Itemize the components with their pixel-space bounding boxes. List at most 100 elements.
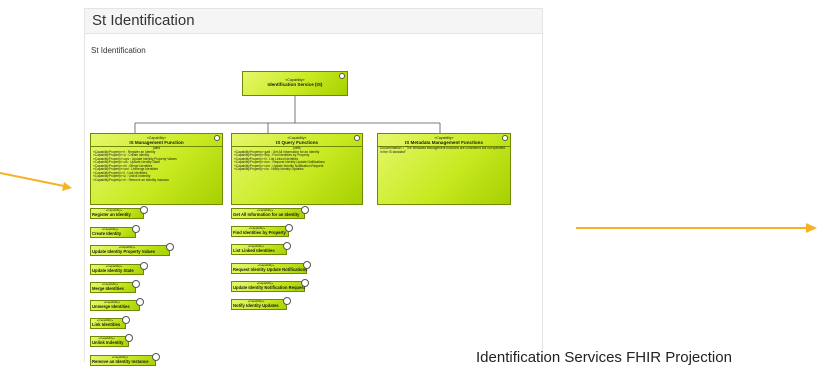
compartment-divider xyxy=(232,146,362,147)
part-link-icon xyxy=(140,262,148,270)
part-item: «CapabilityProperty» ci : Create Identit… xyxy=(93,153,150,158)
item-stereotype: «Capability» xyxy=(103,300,121,304)
item-stereotype: «Capability» xyxy=(247,299,265,303)
panel-header: St Identification xyxy=(85,9,542,34)
item-name: Unlink Indentity xyxy=(92,340,124,346)
function-query[interactable]: «Capability» IS Query Functions parts «C… xyxy=(231,133,363,205)
item-name: Get All Information for an Identity xyxy=(233,212,300,218)
item-name: Request Identity Update Notifications xyxy=(233,267,308,273)
part-link-icon xyxy=(339,73,345,79)
item-stereotype: «Capability» xyxy=(256,208,274,212)
item-stereotype: «Capability» xyxy=(101,227,119,231)
capability-item[interactable]: «Capability» Update Identity Property Va… xyxy=(90,243,174,256)
function-stereotype: «Capability» xyxy=(434,136,454,140)
documentation-text: Documentation = "The Metadata Management… xyxy=(380,146,506,154)
part-item: «CapabilityProperty» uinr : Update Ident… xyxy=(234,163,324,168)
part-link-icon xyxy=(283,242,291,250)
capability-item[interactable]: «Capability» Update Identity Notificatio… xyxy=(231,279,309,292)
item-stereotype: «Capability» xyxy=(257,263,275,267)
root-stereotype: «Capability» xyxy=(285,78,305,82)
capability-item[interactable]: «Capability» Register an Identity xyxy=(90,206,148,219)
part-link-icon xyxy=(354,135,360,141)
capability-item[interactable]: «Capability» Unmerge Identities xyxy=(90,298,144,311)
function-metadata[interactable]: «Capability» IS Metadata Management Func… xyxy=(377,133,511,205)
diagram-panel: St Identification St Identification «Cap… xyxy=(84,8,543,366)
part-item: «CapabilityProperty» niu : Notify Identi… xyxy=(234,167,304,172)
item-stereotype: «Capability» xyxy=(101,282,119,286)
item-stereotype: «Capability» xyxy=(118,245,136,249)
item-name: Unmerge Identities xyxy=(92,304,130,310)
item-stereotype: «Capability» xyxy=(105,264,123,268)
part-link-icon xyxy=(136,298,144,306)
parts-label: parts xyxy=(293,146,301,150)
part-link-icon xyxy=(132,225,140,233)
function-stereotype: «Capability» xyxy=(146,136,167,140)
part-link-icon xyxy=(301,206,309,214)
part-link-icon xyxy=(122,316,130,324)
part-item: «CapabilityProperty» umi : Unmerge Ident… xyxy=(93,167,159,172)
part-link-icon xyxy=(301,279,309,287)
item-stereotype: «Capability» xyxy=(256,281,274,285)
item-stereotype: «Capability» xyxy=(105,208,123,212)
function-stereotype: «Capability» xyxy=(287,136,307,140)
item-name: Merge Identities xyxy=(92,286,124,292)
root-capability[interactable]: «Capability» Identification Service (IS) xyxy=(242,71,348,96)
part-link-icon xyxy=(283,297,291,305)
root-name: Identification Service (IS) xyxy=(267,82,323,87)
item-stereotype: «Capability» xyxy=(98,336,115,340)
item-name: Link Identities xyxy=(92,322,121,328)
capability-item[interactable]: «Capability» Merge Identities xyxy=(90,280,140,293)
capability-item[interactable]: «Capability» Create Identity xyxy=(90,225,140,238)
function-name: IS Metadata Management Functions xyxy=(404,140,484,145)
item-stereotype: «Capability» xyxy=(247,244,265,248)
part-item: «CapabilityProperty» li : Link Identitie… xyxy=(93,170,148,175)
capability-item[interactable]: «Capability» Update Identity State xyxy=(90,262,148,275)
item-name: Register an Identity xyxy=(92,212,131,218)
item-name: Remove an Identity Instance xyxy=(92,359,149,365)
item-stereotype: «Capability» xyxy=(96,318,114,322)
item-name: Notify Identity Updates xyxy=(233,303,279,309)
part-item: «CapabilityProperty» uipv : Update Ident… xyxy=(93,156,177,161)
function-management[interactable]: «Capability» IS Management Function part… xyxy=(90,133,223,205)
capability-item[interactable]: «Capability» Find Identities by Property xyxy=(231,224,293,237)
part-link-icon xyxy=(166,243,174,251)
part-item: «CapabilityProperty» ui : Unlink Indenti… xyxy=(93,174,151,179)
capability-item[interactable]: «Capability» List Linked Identities xyxy=(231,242,291,255)
capability-item[interactable]: «Capability» Request Identity Update Not… xyxy=(231,261,311,274)
part-link-icon xyxy=(152,353,160,361)
item-stereotype: «Capability» xyxy=(248,226,266,230)
right-arrow xyxy=(576,223,817,233)
item-name: Update Identity State xyxy=(92,268,134,274)
item-stereotype: «Capability» xyxy=(111,355,129,359)
capability-item[interactable]: «Capability» Link Identities xyxy=(90,316,130,329)
part-link-icon xyxy=(502,135,508,141)
item-name: Update Identity Notification Request xyxy=(233,285,306,291)
capability-item[interactable]: «Capability» Unlink Indentity xyxy=(90,334,133,347)
function-name: IS Query Functions xyxy=(275,140,319,145)
part-item: «CapabilityProperty» uis : Update Identi… xyxy=(93,160,160,165)
part-item: «CapabilityProperty» lli : List Linked I… xyxy=(234,156,299,161)
item-name: List Linked Identities xyxy=(233,248,275,254)
next-section-title: Identification Services FHIR Projection xyxy=(476,349,732,366)
connector-lines xyxy=(134,96,441,133)
item-name: Create Identity xyxy=(92,231,122,237)
part-link-icon xyxy=(140,206,148,214)
item-name: Update Identity Property Values xyxy=(92,249,156,255)
parts-label: parts xyxy=(152,146,161,150)
compartment-divider xyxy=(378,146,510,147)
capability-item[interactable]: «Capability» Get All Information for an … xyxy=(231,206,309,219)
capability-item[interactable]: «Capability» Notify Identity Updates xyxy=(231,297,291,310)
item-name: Find Identities by Property xyxy=(233,230,286,236)
part-link-icon xyxy=(303,261,311,269)
function-name: IS Management Function xyxy=(129,140,184,145)
part-item: «CapabilityProperty» mi : Merge Identiti… xyxy=(93,163,153,168)
part-link-icon xyxy=(125,334,133,342)
part-item: «CapabilityProperty» gaiii : Get All Inf… xyxy=(234,149,320,154)
left-arrow xyxy=(0,172,72,191)
part-item: «CapabilityProperty» fibp : Find Identit… xyxy=(234,153,310,158)
part-item: «CapabilityProperty» riun : Request Iden… xyxy=(234,160,325,165)
part-link-icon xyxy=(285,224,293,232)
compartment-divider xyxy=(91,146,222,147)
panel-title: St Identification xyxy=(92,12,195,29)
